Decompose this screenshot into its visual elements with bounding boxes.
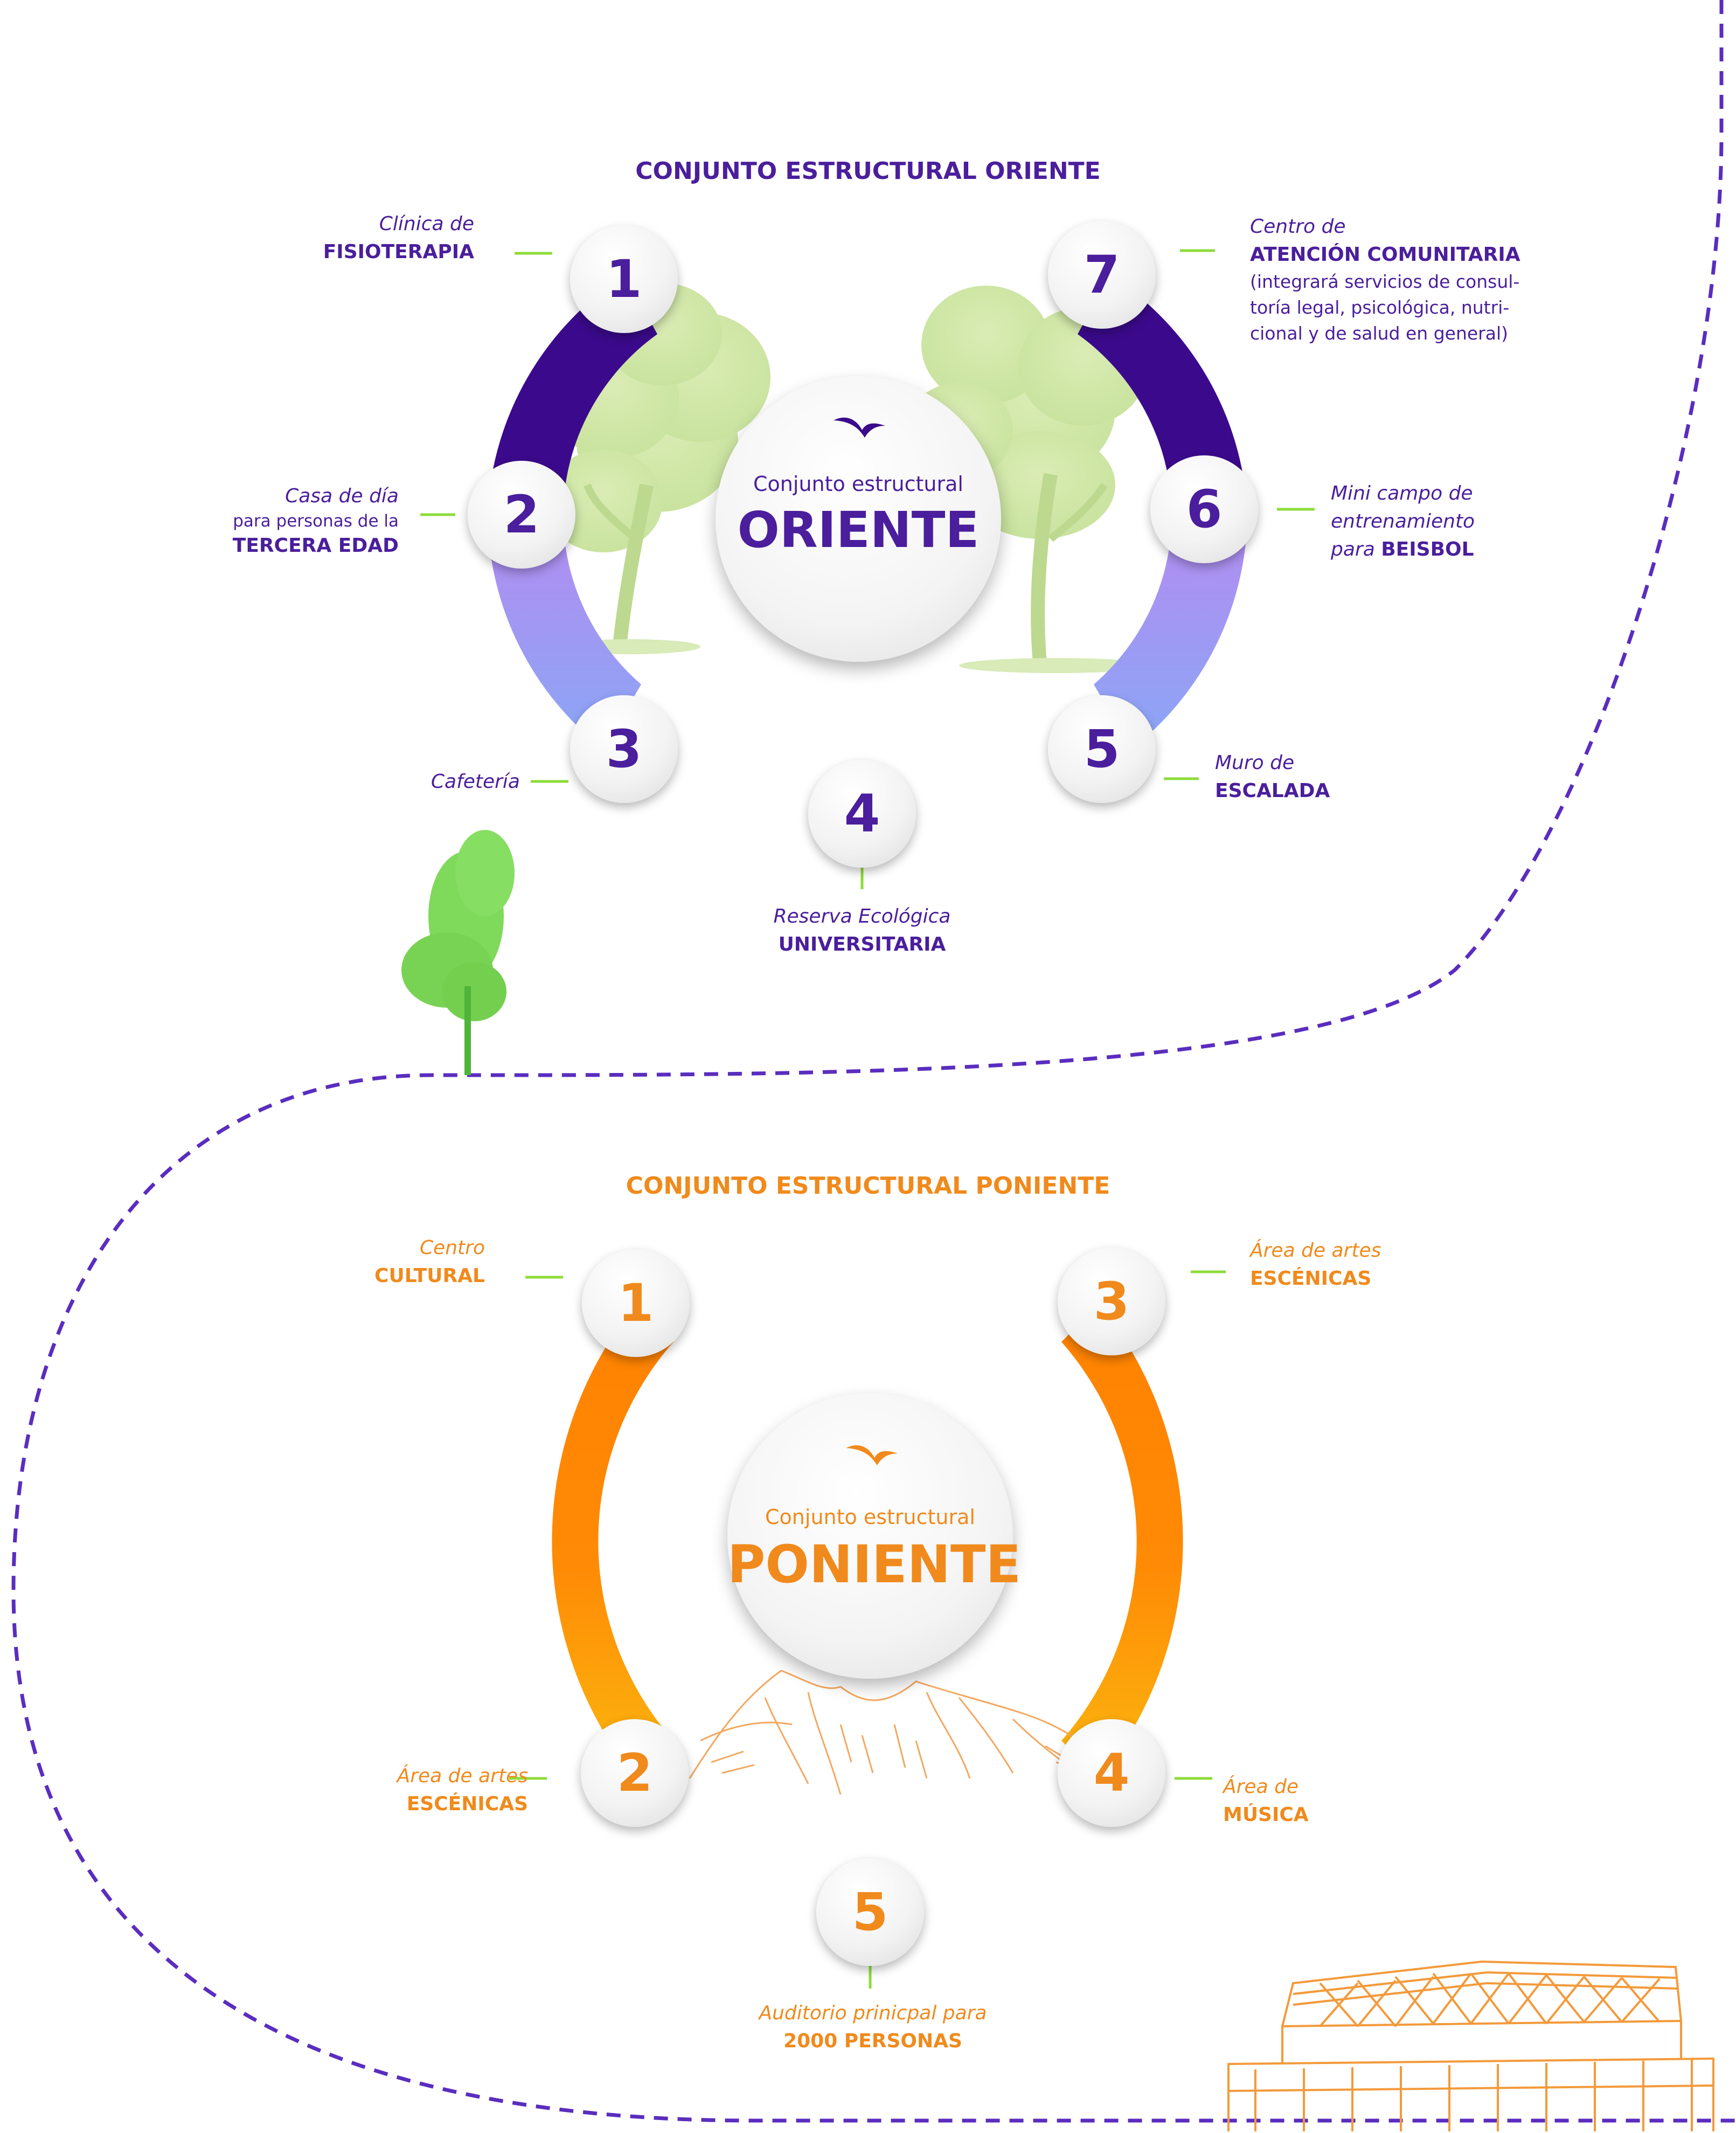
poniente-arc-right bbox=[1061, 1304, 1183, 1778]
poniente-node-2: 2 bbox=[581, 1719, 689, 1827]
bird-icon bbox=[834, 417, 885, 438]
poniente-hub-subtitle: Conjunto estructural bbox=[765, 1505, 975, 1529]
oriente-arc-left bbox=[488, 275, 657, 749]
building-icon bbox=[1227, 1960, 1714, 2131]
oriente-hub-name: ORIENTE bbox=[737, 501, 980, 559]
dashed-route-line bbox=[11, 0, 1736, 2123]
oriente-node-4: 4 bbox=[808, 760, 916, 868]
poniente-hub: Conjunto estructural PONIENTE bbox=[727, 1393, 1022, 1679]
poniente-node-4: 4 bbox=[1058, 1719, 1165, 1827]
oriente-node-3: 3 bbox=[570, 695, 678, 803]
oriente-label-4: Reserva Ecológica UNIVERSITARIA bbox=[773, 905, 951, 955]
oriente-hub: Conjunto estructural ORIENTE bbox=[716, 376, 1001, 662]
poniente-node-3: 3 bbox=[1058, 1248, 1165, 1355]
oriente-node-7: 7 bbox=[1048, 221, 1156, 329]
oriente-arc-right bbox=[1078, 275, 1247, 749]
mountain-icon bbox=[689, 1670, 1116, 1795]
poniente-label-2: Área de artes ESCÉNICAS bbox=[397, 1765, 528, 1815]
oriente-label-3: Cafetería bbox=[430, 771, 520, 793]
oriente-hub-subtitle: Conjunto estructural bbox=[753, 472, 963, 496]
poniente-section-title: CONJUNTO ESTRUCTURAL PONIENTE bbox=[626, 1172, 1110, 1200]
poniente-label-5: Auditorio prinicpal para 2000 PERSONAS bbox=[759, 2002, 987, 2052]
tree-icon bbox=[905, 286, 1153, 673]
poniente-node-1: 1 bbox=[582, 1249, 690, 1357]
poniente-node-5: 5 bbox=[816, 1858, 924, 1966]
oriente-label-5: Muro de ESCALADA bbox=[1215, 752, 1330, 802]
oriente-node-1: 1 bbox=[570, 225, 678, 333]
poniente-arc-left bbox=[552, 1304, 673, 1778]
oriente-node-2: 2 bbox=[468, 461, 575, 569]
poniente-label-1: Centro CULTURAL bbox=[374, 1237, 485, 1287]
oriente-label-1: Clínica de FISIOTERAPIA bbox=[323, 213, 474, 263]
connector-lines bbox=[420, 249, 1315, 1989]
poniente-hub-name: PONIENTE bbox=[727, 1534, 1022, 1595]
oriente-label-2: Casa de día para personas de la TERCERA … bbox=[232, 485, 399, 557]
tree-icon bbox=[401, 830, 515, 1075]
bird-icon bbox=[846, 1445, 898, 1465]
oriente-section-title: CONJUNTO ESTRUCTURAL ORIENTE bbox=[635, 157, 1101, 185]
oriente-label-6: Mini campo de entrenamiento para BEISBOL bbox=[1331, 482, 1475, 560]
oriente-node-5: 5 bbox=[1048, 695, 1156, 803]
poniente-label-4: Área de MÚSICA bbox=[1223, 1776, 1309, 1826]
oriente-label-7: Centro de ATENCIÓN COMUNITARIA (integrar… bbox=[1250, 216, 1520, 344]
poniente-label-3: Área de artes ESCÉNICAS bbox=[1250, 1239, 1381, 1290]
oriente-node-6: 6 bbox=[1150, 455, 1258, 563]
